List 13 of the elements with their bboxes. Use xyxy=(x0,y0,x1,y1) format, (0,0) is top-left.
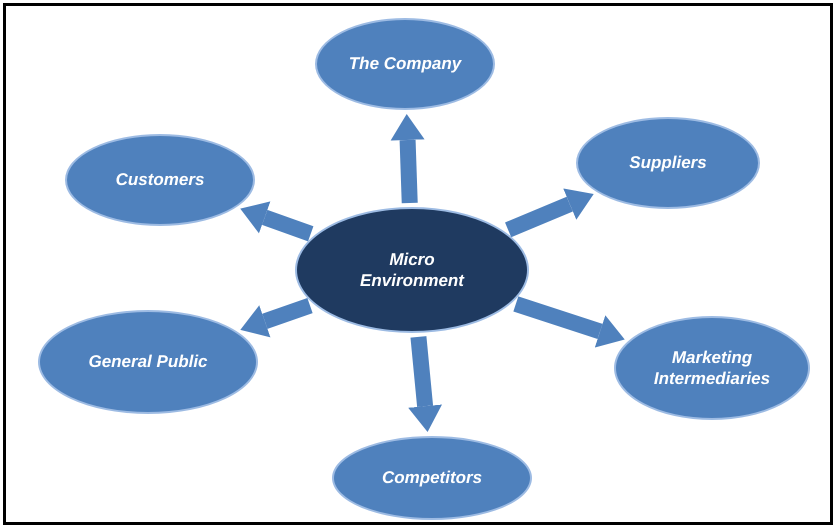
block-arrow xyxy=(505,188,594,238)
node-label: Competitors xyxy=(382,467,482,489)
node-label: General Public xyxy=(88,351,208,373)
block-arrow xyxy=(240,201,314,242)
node-label: Micro Environment xyxy=(359,248,466,292)
node-label: Marketing Intermediaries xyxy=(652,346,772,390)
block-arrow xyxy=(408,336,442,432)
node-label: Customers xyxy=(116,169,204,191)
node-label: Suppliers xyxy=(629,152,707,174)
block-arrow xyxy=(240,298,313,338)
node-label: The Company xyxy=(348,53,462,75)
block-arrow xyxy=(513,296,625,348)
block-arrow xyxy=(390,114,425,204)
